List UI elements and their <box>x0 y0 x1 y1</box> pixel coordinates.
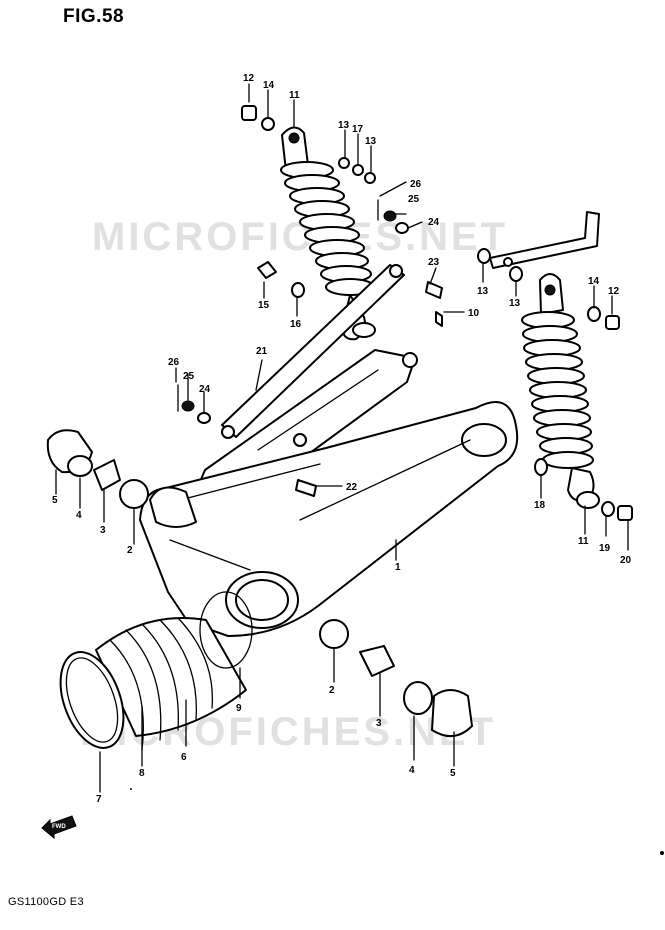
callout-14-right: 14 <box>588 276 600 287</box>
callout-9: 9 <box>236 703 242 714</box>
callout-11-upper: 11 <box>289 90 300 101</box>
scan-speck <box>130 788 132 790</box>
suspension-rod <box>221 264 405 439</box>
callout-4-right: 4 <box>409 765 415 776</box>
o-ring <box>199 591 253 669</box>
callout-20: 20 <box>620 555 632 566</box>
callout-3-right: 3 <box>376 718 382 729</box>
callout-13-c: 13 <box>477 286 489 297</box>
callout-5-right: 5 <box>450 768 456 779</box>
callout-12-right: 12 <box>608 286 620 297</box>
left-pivot-parts <box>46 429 149 509</box>
callout-5-left: 5 <box>52 495 58 506</box>
callout-15: 15 <box>258 300 270 311</box>
rubber-boot <box>95 617 247 751</box>
callout-1: 1 <box>395 562 401 573</box>
figure-title: FIG.58 <box>63 6 125 27</box>
callout-24-upper: 24 <box>428 217 440 228</box>
callout-labels: 12 14 11 13 17 13 26 25 24 23 13 13 14 1… <box>52 73 632 805</box>
callout-26-lower: 26 <box>168 357 180 368</box>
hardware <box>177 105 633 521</box>
fwd-direction-marker: FWD <box>41 815 77 840</box>
callout-24-lower: 24 <box>199 384 211 395</box>
callout-23: 23 <box>428 257 440 268</box>
callout-2-right: 2 <box>329 685 335 696</box>
arrow-left-icon <box>41 815 77 840</box>
callout-7: 7 <box>96 794 102 805</box>
leader-lines <box>55 83 629 793</box>
callout-8: 8 <box>139 768 145 779</box>
upper-bracket <box>489 211 600 269</box>
callout-13-a: 13 <box>338 120 350 131</box>
watermark-top: MICROFICHES.NET <box>92 215 508 259</box>
boot-clamp <box>59 651 125 749</box>
callout-19: 19 <box>599 543 611 554</box>
callout-25-lower: 25 <box>183 371 195 382</box>
callout-21: 21 <box>256 346 268 357</box>
callout-2-left: 2 <box>127 545 133 556</box>
callout-11-lower: 11 <box>578 536 589 547</box>
callout-10: 10 <box>468 308 480 319</box>
callout-25-upper: 25 <box>408 194 420 205</box>
callout-16: 16 <box>290 319 302 330</box>
callout-3-left: 3 <box>100 525 106 536</box>
callout-13-d: 13 <box>509 298 521 309</box>
callout-17: 17 <box>352 124 364 135</box>
callout-14-upper-left: 14 <box>263 80 275 91</box>
callout-4-left: 4 <box>76 510 82 521</box>
callout-22: 22 <box>346 482 358 493</box>
callout-12-upper-left: 12 <box>243 73 255 84</box>
left-shock-absorber <box>280 126 376 341</box>
right-pivot-parts <box>319 619 473 737</box>
callout-26-upper: 26 <box>410 179 422 190</box>
callout-6: 6 <box>181 752 187 763</box>
swing-arm <box>139 401 519 637</box>
right-shock-absorber <box>521 273 600 509</box>
fwd-label: FWD <box>52 824 66 830</box>
callout-18: 18 <box>534 500 546 511</box>
model-code: GS1100GD E3 <box>8 896 84 908</box>
scan-speck <box>660 851 664 855</box>
callout-13-b: 13 <box>365 136 377 147</box>
